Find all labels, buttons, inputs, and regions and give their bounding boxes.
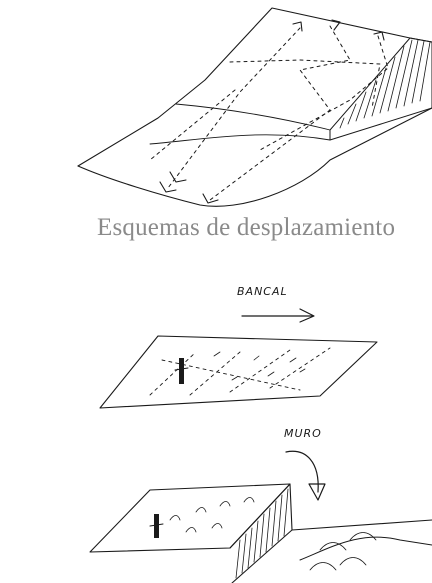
displacement-arrows	[149, 25, 389, 201]
slope-displacement-sketch	[77, 7, 432, 207]
hatch-lines	[339, 39, 431, 129]
muro-label: MURO	[284, 427, 322, 440]
person-figure-2	[149, 514, 164, 538]
person-figure-1	[174, 358, 189, 384]
bancal-label: BANCAL	[237, 285, 288, 298]
wall-hatch	[235, 488, 289, 579]
muro-scribbles	[169, 497, 377, 571]
bancal-scribbles	[213, 351, 306, 381]
figure-caption: Esquemas de desplazamiento	[97, 214, 396, 241]
arrow-heads	[159, 19, 385, 204]
bancal-displacement	[149, 347, 331, 396]
